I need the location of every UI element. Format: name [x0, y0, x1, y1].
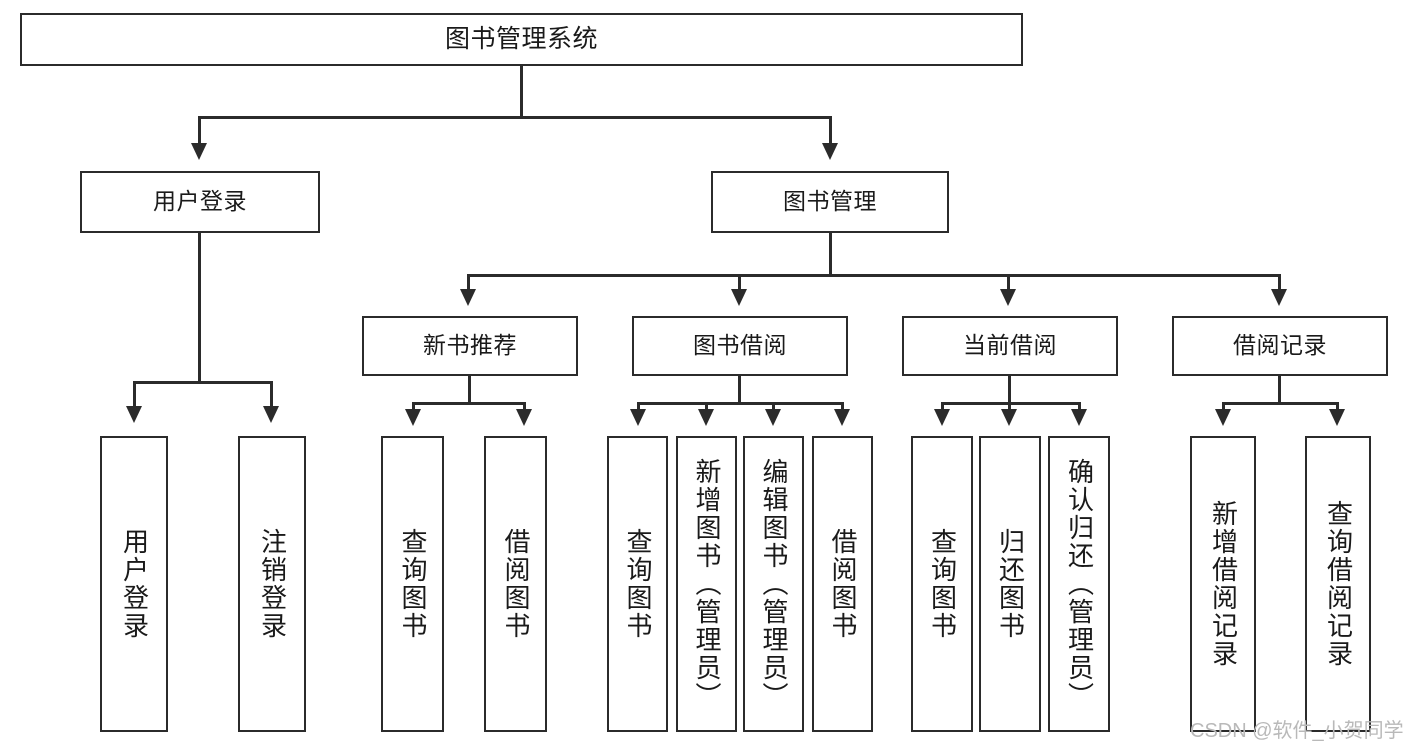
node-label: 图书管理系统 [444, 24, 598, 53]
connector-book-borrow-stem [738, 376, 741, 404]
node-book-management[interactable]: 图书管理 [711, 171, 949, 233]
connector-br-to-leaf-2 [1336, 402, 1339, 412]
connector-newbook-to-leaf-1 [412, 402, 415, 412]
connector-borrow-record-stem [1278, 376, 1281, 404]
node-label: 新书推荐 [423, 332, 517, 359]
connector-user-login-to-leaf-1 [133, 381, 136, 409]
connector-current-borrow-stem [1008, 376, 1011, 404]
connector-bb-to-leaf-2 [705, 402, 708, 412]
node-leaf-confirm-return-admin[interactable]: 确认归还（管理员） [1048, 436, 1110, 732]
node-leaf-edit-book-admin[interactable]: 编辑图书（管理员） [743, 436, 804, 732]
node-book-borrow[interactable]: 图书借阅 [632, 316, 848, 376]
node-leaf-query-book-current[interactable]: 查询图书 [911, 436, 973, 732]
connector-bb-to-leaf-3 [772, 402, 775, 412]
arrowhead-to-leaf-borrow-book-2 [834, 409, 850, 426]
connector-root-to-user-login [198, 116, 201, 146]
node-leaf-borrow-book-new-recommend[interactable]: 借阅图书 [484, 436, 547, 732]
connector-bm-to-borrow-record [1278, 274, 1281, 292]
node-label: 查询图书 [927, 528, 958, 640]
node-leaf-return-book[interactable]: 归还图书 [979, 436, 1041, 732]
arrowhead-to-leaf-add-record [1215, 409, 1231, 426]
connector-bm-to-new-book [467, 274, 470, 292]
connector-book-management-stem [829, 233, 832, 276]
connector-borrow-record-bus [1222, 402, 1339, 405]
node-leaf-user-login[interactable]: 用户登录 [100, 436, 168, 732]
connector-book-management-bus [467, 274, 1281, 277]
node-leaf-borrow-book-borrow[interactable]: 借阅图书 [812, 436, 873, 732]
node-leaf-query-book-borrow[interactable]: 查询图书 [607, 436, 668, 732]
arrowhead-to-book-borrow [731, 289, 747, 306]
node-label: 新增借阅记录 [1208, 500, 1239, 668]
arrowhead-to-leaf-add-book [698, 409, 714, 426]
connector-current-borrow-bus [941, 402, 1081, 405]
arrowhead-to-leaf-query-book-3 [934, 409, 950, 426]
node-label: 查询图书 [398, 528, 429, 640]
node-label: 借阅图书 [828, 528, 859, 640]
arrowhead-to-leaf-logout-login [263, 406, 279, 423]
node-leaf-query-book-new-recommend[interactable]: 查询图书 [381, 436, 444, 732]
connector-cb-to-leaf-1 [941, 402, 944, 412]
connector-bm-to-current-borrow [1007, 274, 1010, 292]
connector-user-login-stem [198, 233, 201, 383]
arrowhead-to-leaf-borrow-book-1 [516, 409, 532, 426]
arrowhead-to-leaf-query-book-1 [405, 409, 421, 426]
node-leaf-logout-login[interactable]: 注销登录 [238, 436, 306, 732]
arrowhead-to-borrow-record [1271, 289, 1287, 306]
node-root-system[interactable]: 图书管理系统 [20, 13, 1023, 66]
node-new-book-recommend[interactable]: 新书推荐 [362, 316, 578, 376]
connector-user-login-to-leaf-2 [270, 381, 273, 409]
connector-user-login-bus [133, 381, 273, 384]
connector-root-to-book-management [829, 116, 832, 146]
arrowhead-to-current-borrow [1000, 289, 1016, 306]
connector-bm-to-book-borrow [738, 274, 741, 292]
node-label: 归还图书 [995, 528, 1026, 640]
node-label: 图书管理 [783, 188, 877, 215]
connector-newbook-to-leaf-2 [523, 402, 526, 412]
node-label: 借阅图书 [501, 528, 532, 640]
node-leaf-add-book-admin[interactable]: 新增图书（管理员） [676, 436, 737, 732]
node-current-borrow[interactable]: 当前借阅 [902, 316, 1118, 376]
connector-cb-to-leaf-2 [1008, 402, 1011, 412]
arrowhead-to-leaf-confirm-return [1071, 409, 1087, 426]
connector-root-bus [198, 116, 832, 119]
arrowhead-to-leaf-query-record [1329, 409, 1345, 426]
node-user-login[interactable]: 用户登录 [80, 171, 320, 233]
arrowhead-to-leaf-edit-book [765, 409, 781, 426]
node-label: 编辑图书（管理员） [759, 458, 790, 710]
arrowhead-to-user-login [191, 143, 207, 160]
connector-bb-to-leaf-1 [637, 402, 640, 412]
connector-br-to-leaf-1 [1222, 402, 1225, 412]
node-label: 注销登录 [257, 528, 288, 640]
connector-new-book-stem [468, 376, 471, 404]
node-label: 用户登录 [119, 528, 150, 640]
node-leaf-add-borrow-record[interactable]: 新增借阅记录 [1190, 436, 1256, 732]
connector-new-book-bus [412, 402, 526, 405]
node-label: 确认归还（管理员） [1064, 458, 1095, 710]
node-leaf-query-borrow-record[interactable]: 查询借阅记录 [1305, 436, 1371, 732]
node-borrow-record[interactable]: 借阅记录 [1172, 316, 1388, 376]
arrowhead-to-new-book-recommend [460, 289, 476, 306]
arrowhead-to-book-management [822, 143, 838, 160]
connector-book-borrow-bus [637, 402, 844, 405]
node-label: 图书借阅 [693, 332, 787, 359]
connector-cb-to-leaf-3 [1078, 402, 1081, 412]
node-label: 用户登录 [153, 188, 247, 215]
arrowhead-to-leaf-query-book-2 [630, 409, 646, 426]
node-label: 新增图书（管理员） [692, 458, 723, 710]
arrowhead-to-leaf-user-login [126, 406, 142, 423]
node-label: 借阅记录 [1233, 332, 1327, 359]
node-label: 查询借阅记录 [1323, 500, 1354, 668]
node-label: 当前借阅 [963, 332, 1057, 359]
arrowhead-to-leaf-return-book [1001, 409, 1017, 426]
connector-root-stem [520, 66, 523, 118]
connector-bb-to-leaf-4 [841, 402, 844, 412]
node-label: 查询图书 [623, 528, 654, 640]
